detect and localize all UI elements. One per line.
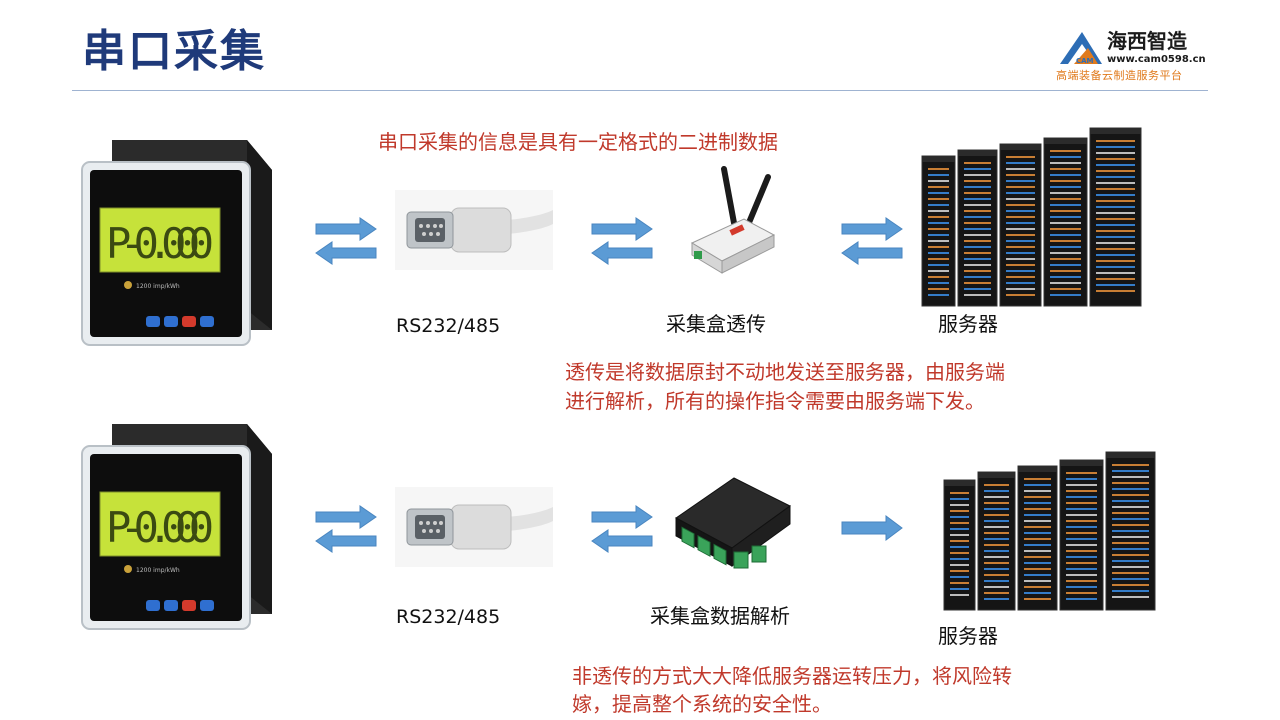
logo-mark-icon: CAM — [1060, 32, 1102, 65]
row2-serial-cable-image — [395, 487, 553, 567]
row1-meter-caption: 1200 imp/kWh — [136, 283, 180, 290]
row1-server-racks-image — [921, 127, 1142, 307]
row2-collector-box-image — [675, 477, 791, 569]
row1-bidirectional-arrow-2-icon — [591, 217, 653, 265]
row1-power-meter-image: P-0.000 1200 imp/kWh — [81, 140, 272, 346]
row1-note-line1: 透传是将数据原封不动地发送至服务器，由服务端 — [565, 360, 1005, 384]
logo-name: 海西智造 — [1107, 29, 1187, 53]
row1-server-label: 服务器 — [938, 312, 998, 336]
row1-top-note: 串口采集的信息是具有一定格式的二进制数据 — [378, 130, 778, 154]
row1-serial-cable-image — [395, 190, 553, 270]
row2-bidirectional-arrow-2-icon — [591, 505, 653, 553]
row2-meter-display: P-0.000 — [106, 503, 214, 552]
row1-port-label: RS232/485 — [396, 315, 501, 337]
row2-box-label: 采集盒数据解析 — [650, 604, 790, 628]
row1-collector-box-image — [690, 166, 776, 274]
row1-bidirectional-arrow-3-icon — [841, 217, 903, 265]
row2-meter-caption: 1200 imp/kWh — [136, 567, 180, 574]
row1-bidirectional-arrow-1-icon — [315, 217, 377, 265]
logo-tagline: 高端装备云制造服务平台 — [1056, 69, 1183, 82]
row2-note-line1: 非透传的方式大大降低服务器运转压力，将风险转 — [572, 664, 1012, 688]
row2-server-label: 服务器 — [938, 624, 998, 648]
row1-meter-display: P-0.000 — [106, 219, 214, 268]
logo-badge: CAM — [1076, 57, 1094, 65]
page-title: 串口采集 — [82, 26, 266, 77]
row2-power-meter-image: P-0.000 1200 imp/kWh — [81, 424, 272, 630]
header-divider — [72, 90, 1208, 91]
logo-url: www.cam0598.cn — [1107, 54, 1206, 65]
row1-note-line2: 进行解析，所有的操作指令需要由服务端下发。 — [565, 389, 985, 413]
row1-box-label: 采集盒透传 — [666, 312, 766, 336]
row2-port-label: RS232/485 — [396, 606, 501, 628]
row2-bidirectional-arrow-1-icon — [315, 505, 377, 553]
row2-note-line2: 嫁，提高整个系统的安全性。 — [572, 692, 832, 716]
row2-server-racks-image — [943, 451, 1156, 611]
row2-right-arrow-icon — [841, 515, 903, 541]
